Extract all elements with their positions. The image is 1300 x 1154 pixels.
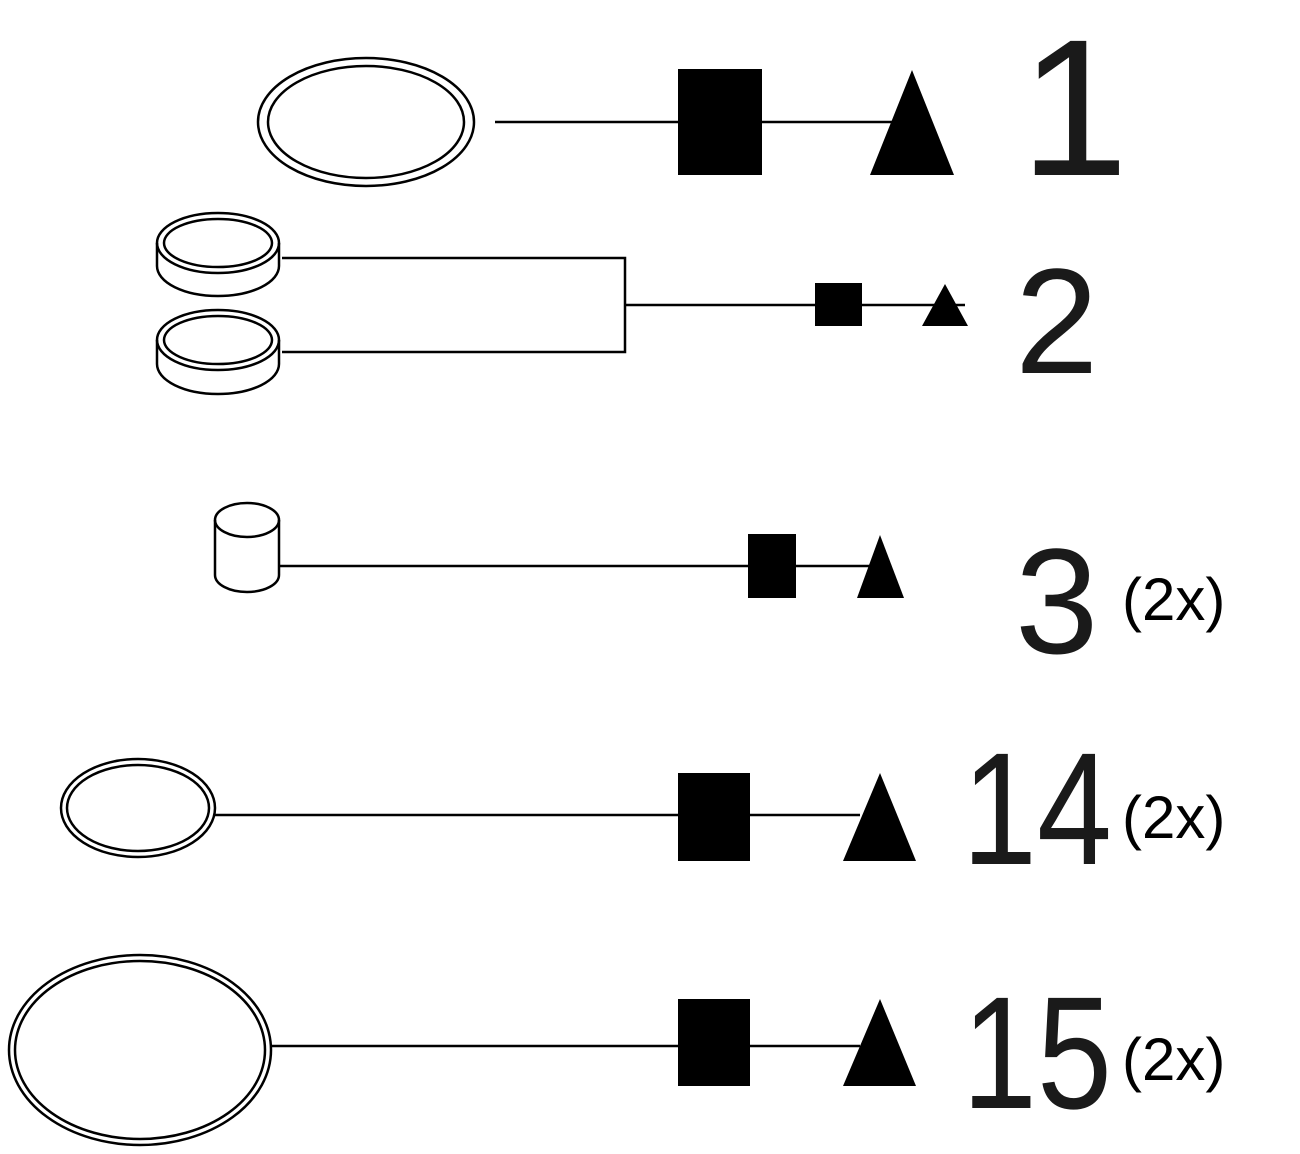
cylinder-icon — [213, 501, 281, 594]
part-row-1: 1 — [256, 0, 1128, 217]
bracket-leader-line — [282, 256, 965, 354]
square-marker-icon — [678, 773, 750, 861]
quantity-label: (2x) — [1122, 1026, 1225, 1093]
part-number: 14 — [962, 719, 1112, 898]
part-row-3: 3 (2x) — [213, 501, 1225, 685]
triangle-marker-icon — [870, 70, 954, 175]
triangle-marker-icon — [843, 999, 916, 1086]
disc-icon — [155, 211, 281, 298]
part-row-2: 2 — [155, 211, 1098, 405]
part-number: 1 — [1020, 0, 1128, 217]
part-number: 3 — [1015, 517, 1098, 685]
triangle-marker-icon — [922, 284, 968, 326]
quantity-label: (2x) — [1122, 566, 1225, 633]
ring-icon — [256, 56, 476, 188]
part-number: 2 — [1015, 237, 1098, 405]
part-row-14: 14 (2x) — [59, 719, 1225, 898]
disc-icon — [155, 308, 281, 396]
part-number: 15 — [962, 963, 1112, 1142]
quantity-label: (2x) — [1122, 784, 1225, 851]
square-marker-icon — [678, 69, 762, 175]
ring-icon — [7, 953, 273, 1147]
square-marker-icon — [678, 999, 750, 1086]
ring-icon — [59, 757, 217, 859]
part-row-15: 15 (2x) — [7, 953, 1225, 1147]
triangle-marker-icon — [843, 773, 916, 861]
square-marker-icon — [748, 534, 796, 598]
square-marker-icon — [815, 283, 862, 326]
triangle-marker-icon — [857, 535, 904, 598]
